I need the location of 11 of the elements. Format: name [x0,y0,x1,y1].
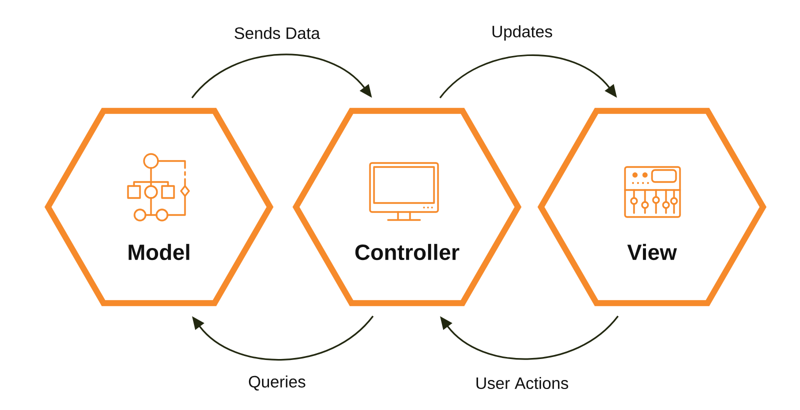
curved-arrow [192,316,374,360]
edge-label: User Actions [476,376,568,390]
edge-label: Queries [248,375,306,391]
edge-label: Updates [492,25,552,41]
node-title: Model [128,244,190,260]
curved-arrow [191,54,372,98]
node-title: Controller [355,244,460,260]
node-title: View [627,244,677,260]
curved-arrow [440,316,619,360]
curved-arrow [439,54,617,98]
edge-label: Sends Data [234,26,320,40]
